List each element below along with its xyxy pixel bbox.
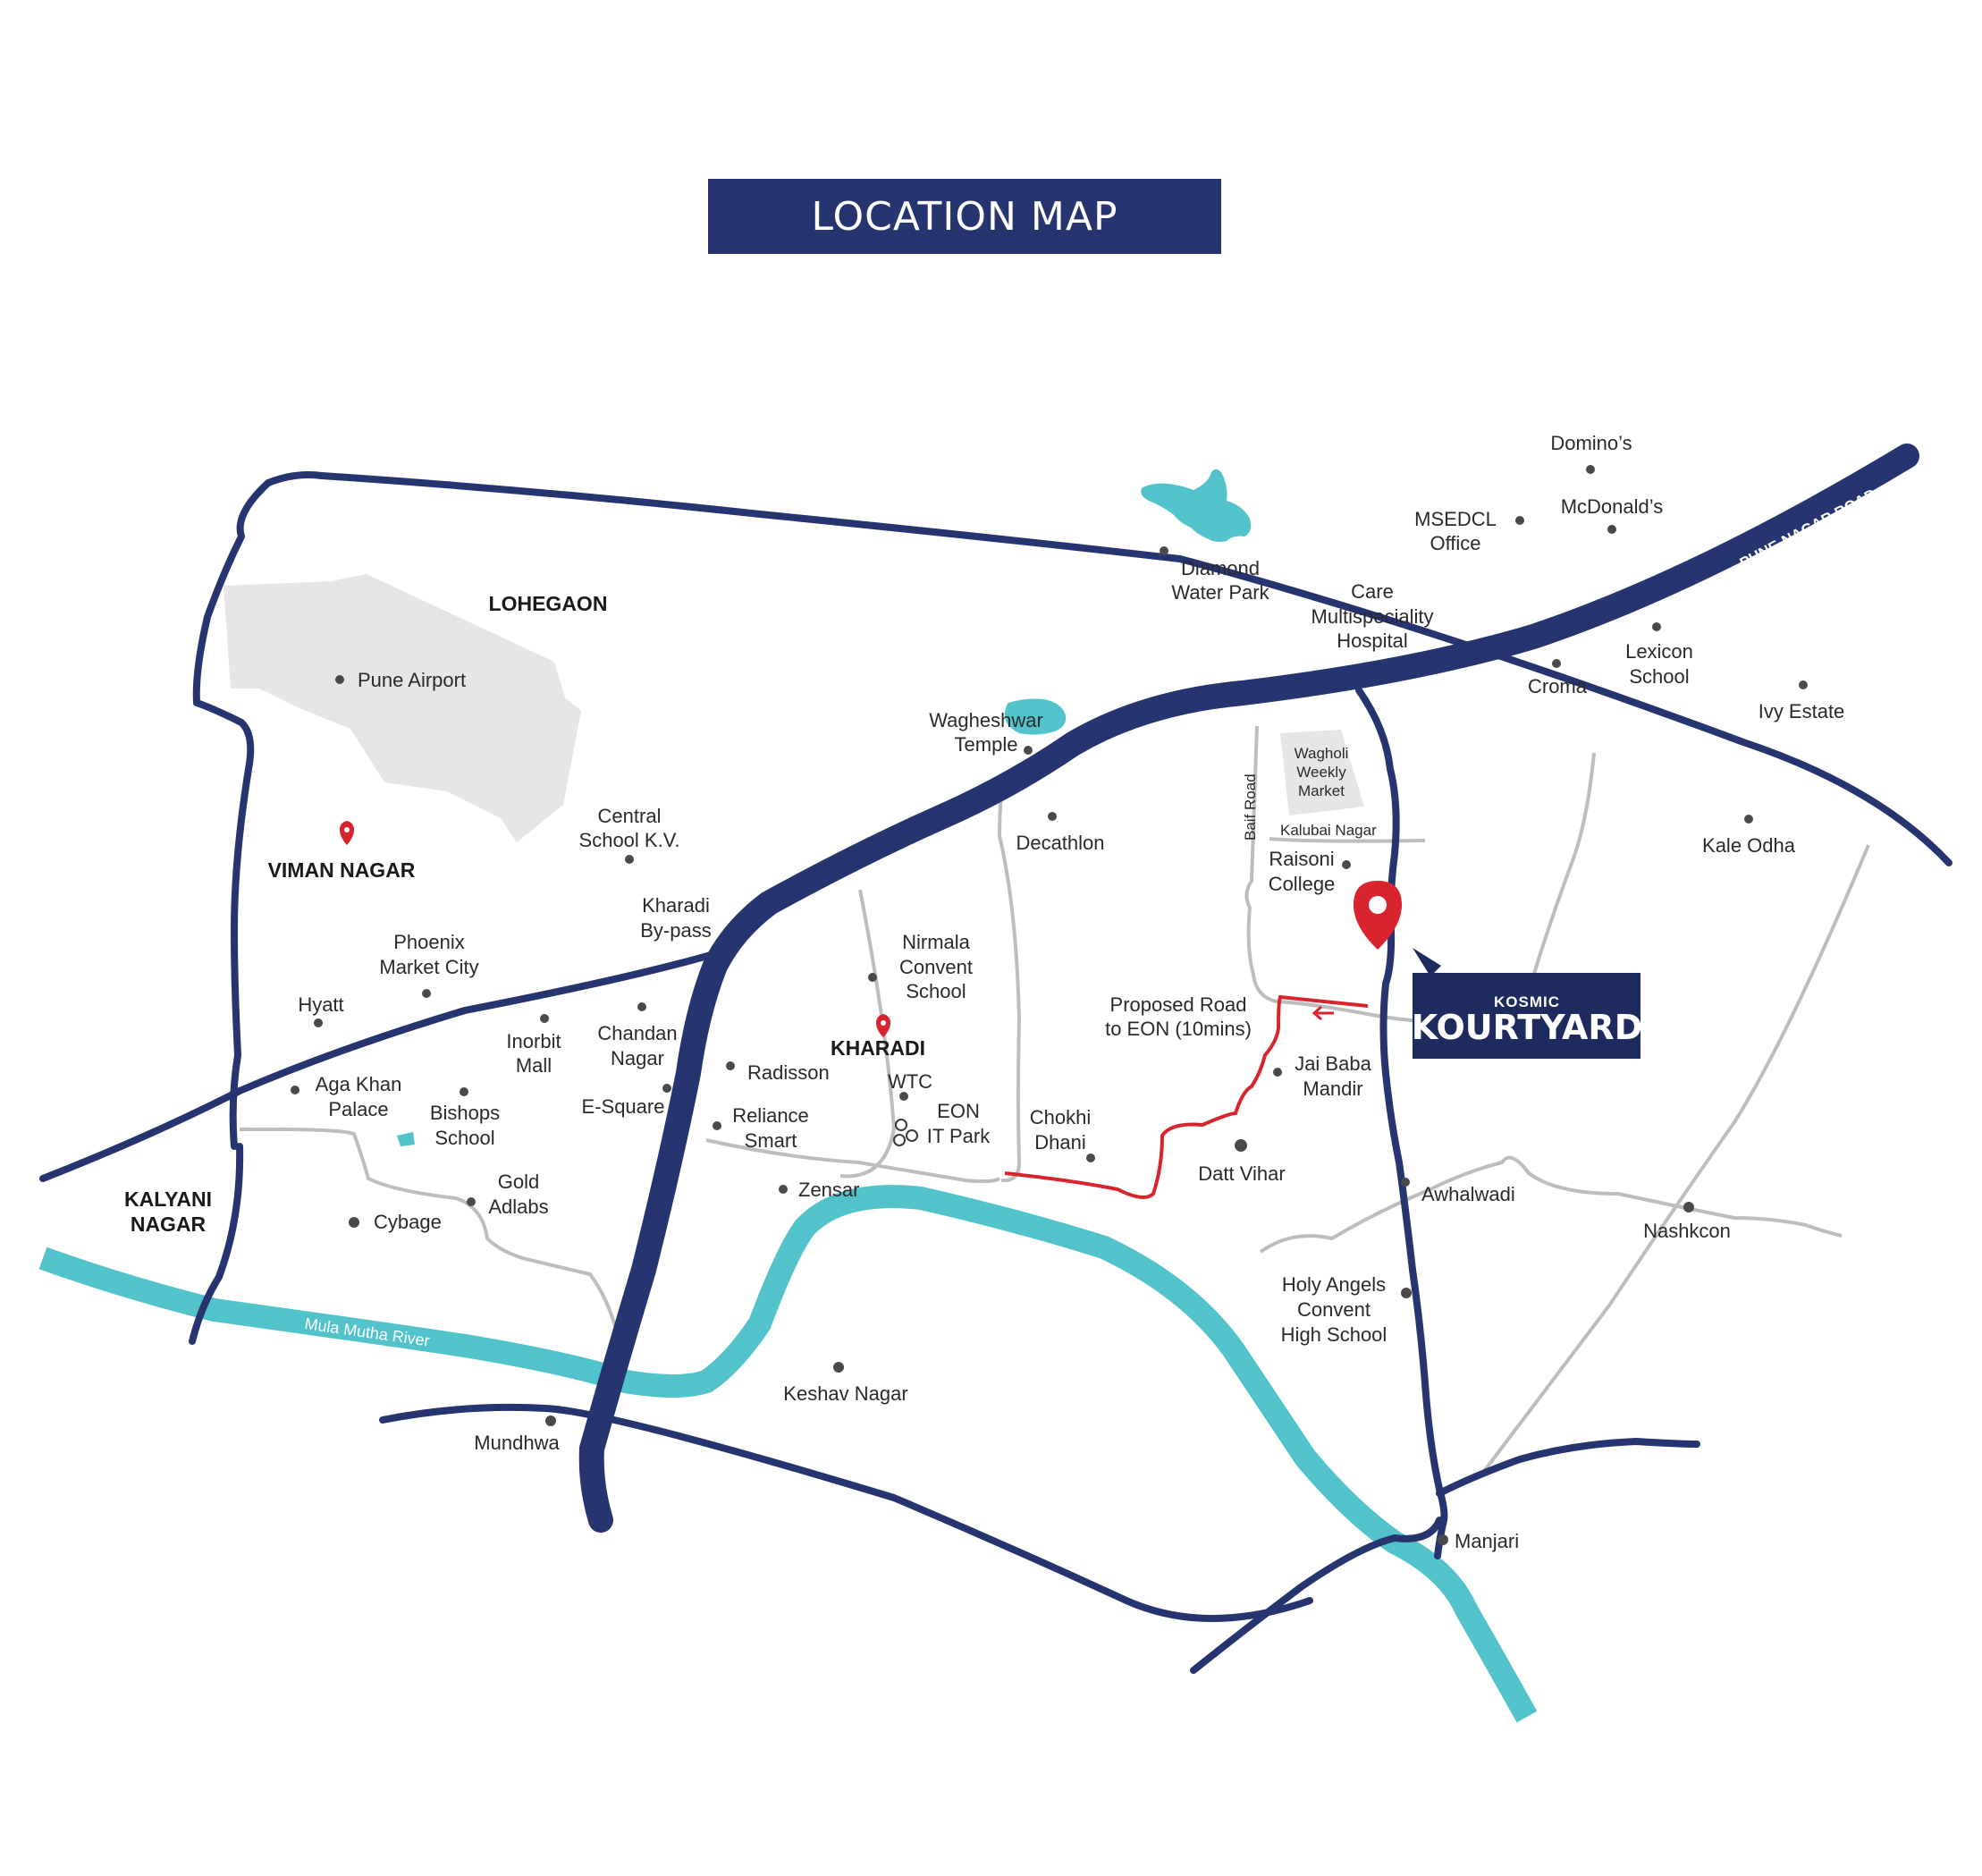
label-eon-line1: EON <box>937 1100 980 1122</box>
label-reliance-line2: Smart <box>745 1129 797 1152</box>
label-mundhwa: Mundhwa <box>474 1432 560 1454</box>
proposed-road-arrow <box>1311 1005 1334 1021</box>
label-bypass-line1: Kharadi <box>642 894 710 917</box>
area-viman-nagar: VIMAN NAGAR <box>268 858 416 882</box>
label-eon-line2: IT Park <box>927 1125 991 1147</box>
label-croma: Croma <box>1528 675 1588 697</box>
label-chandan-line1: Chandan <box>597 1022 677 1044</box>
label-wagholi-line1: Wagholi <box>1295 745 1349 762</box>
label-chokhi-line1: Chokhi <box>1030 1106 1091 1128</box>
label-aga-line2: Palace <box>328 1098 388 1120</box>
label-kale-odha: Kale Odha <box>1702 834 1796 857</box>
label-wagholi-line2: Weekly <box>1296 764 1346 781</box>
label-gold-line1: Gold <box>498 1170 539 1193</box>
label-raisoni-line1: Raisoni <box>1269 848 1334 870</box>
label-msedcl-line2: Office <box>1430 532 1480 554</box>
label-bypass-line2: By-pass <box>640 919 711 942</box>
label-jaibaba-line1: Jai Baba <box>1295 1052 1371 1075</box>
label-proposed-road-line1: Proposed Road <box>1110 993 1247 1016</box>
label-central-line1: Central <box>598 805 662 827</box>
label-zensar: Zensar <box>798 1179 859 1201</box>
area-lohegaon: LOHEGAON <box>489 592 608 615</box>
label-diamond-line1: Diamond <box>1181 557 1260 579</box>
label-nirmala-line3: School <box>906 980 966 1002</box>
label-wtc: WTC <box>888 1070 932 1093</box>
label-aga-line1: Aga Khan <box>316 1073 402 1095</box>
title-banner <box>708 179 1221 254</box>
label-lexicon-line2: School <box>1629 665 1689 688</box>
label-inorbit-line1: Inorbit <box>506 1030 561 1052</box>
label-dominos: Domino’s <box>1550 432 1632 454</box>
wagheshwar-pond <box>1005 698 1067 735</box>
pond-small <box>397 1132 415 1146</box>
label-hyatt: Hyatt <box>298 993 343 1016</box>
brand-box <box>1413 973 1640 1059</box>
viman-nagar-pin-icon <box>340 821 354 845</box>
label-mcdonalds: McDonald’s <box>1561 495 1664 518</box>
label-phoenix-line1: Phoenix <box>393 931 465 953</box>
project-location-pin-icon <box>1354 881 1402 950</box>
airport-area <box>224 574 581 842</box>
river-left <box>38 1185 1538 1723</box>
label-pune-airport: Pune Airport <box>358 669 466 691</box>
label-radisson: Radisson <box>747 1061 830 1084</box>
label-proposed-road-line2: to EON (10mins) <box>1105 1018 1252 1040</box>
label-chokhi-line2: Dhani <box>1034 1131 1085 1153</box>
label-phoenix-line2: Market City <box>379 956 478 978</box>
label-cybage: Cybage <box>374 1211 442 1233</box>
proposed-road <box>1004 994 1369 1199</box>
baif-road-label: Baif Road <box>1242 773 1259 841</box>
label-datt-vihar: Datt Vihar <box>1198 1162 1285 1185</box>
label-diamond-line2: Water Park <box>1171 581 1269 604</box>
label-jaibaba-line2: Mandir <box>1303 1077 1362 1100</box>
label-ivy-estate: Ivy Estate <box>1758 700 1845 723</box>
it-park-icon <box>893 1119 918 1146</box>
minor-roads <box>239 725 1870 1475</box>
label-holy-line1: Holy Angels <box>1282 1273 1386 1296</box>
label-care-line2: Multispeciality <box>1311 605 1434 628</box>
label-central-line2: School K.V. <box>579 829 680 851</box>
label-manjari: Manjari <box>1455 1530 1519 1552</box>
label-inorbit-line2: Mall <box>516 1054 552 1077</box>
brand-callout-pointer <box>1413 948 1441 976</box>
label-awhalwadi: Awhalwadi <box>1421 1183 1515 1205</box>
kharadi-pin-icon <box>876 1014 890 1037</box>
map-title: LOCATION MAP <box>812 194 1118 240</box>
label-gold-line2: Adlabs <box>488 1196 548 1218</box>
brand-small-text: KOSMIC <box>1494 993 1560 1010</box>
label-bishops-line2: School <box>434 1127 494 1149</box>
label-nirmala-line1: Nirmala <box>902 931 971 953</box>
label-msedcl-line1: MSEDCL <box>1414 508 1497 530</box>
kalubai-nagar-label: Kalubai Nagar <box>1280 822 1377 839</box>
label-holy-line2: Convent <box>1297 1298 1371 1321</box>
label-wagheshwar-line1: Wagheshwar <box>929 709 1043 731</box>
label-nirmala-line2: Convent <box>899 956 973 978</box>
label-chandan-line2: Nagar <box>611 1047 664 1069</box>
label-raisoni-line2: College <box>1269 873 1336 895</box>
label-care-line1: Care <box>1351 580 1394 603</box>
label-nashkcon: Nashkcon <box>1643 1220 1731 1242</box>
label-lexicon-line1: Lexicon <box>1625 640 1693 663</box>
label-reliance-line1: Reliance <box>732 1104 809 1127</box>
label-esquare: E-Square <box>582 1095 665 1118</box>
label-decathlon: Decathlon <box>1016 832 1104 854</box>
label-wagholi-line3: Market <box>1298 782 1345 799</box>
diamond-water-lake <box>1141 469 1252 542</box>
area-kalyani-nagar-line2: NAGAR <box>131 1213 207 1236</box>
wagholi-market-block <box>1280 730 1364 815</box>
label-care-line3: Hospital <box>1337 630 1407 652</box>
label-bishops-line1: Bishops <box>430 1102 500 1124</box>
highways <box>39 444 1952 1674</box>
label-wagheshwar-line2: Temple <box>955 733 1018 756</box>
label-holy-line3: High School <box>1281 1323 1387 1346</box>
landmark-dots <box>291 465 1808 1545</box>
brand-big-text: KOURTYARD <box>1412 1008 1642 1047</box>
label-keshav-nagar: Keshav Nagar <box>783 1382 907 1405</box>
area-kharadi: KHARADI <box>831 1036 925 1060</box>
area-kalyani-nagar-line1: KALYANI <box>124 1187 212 1211</box>
